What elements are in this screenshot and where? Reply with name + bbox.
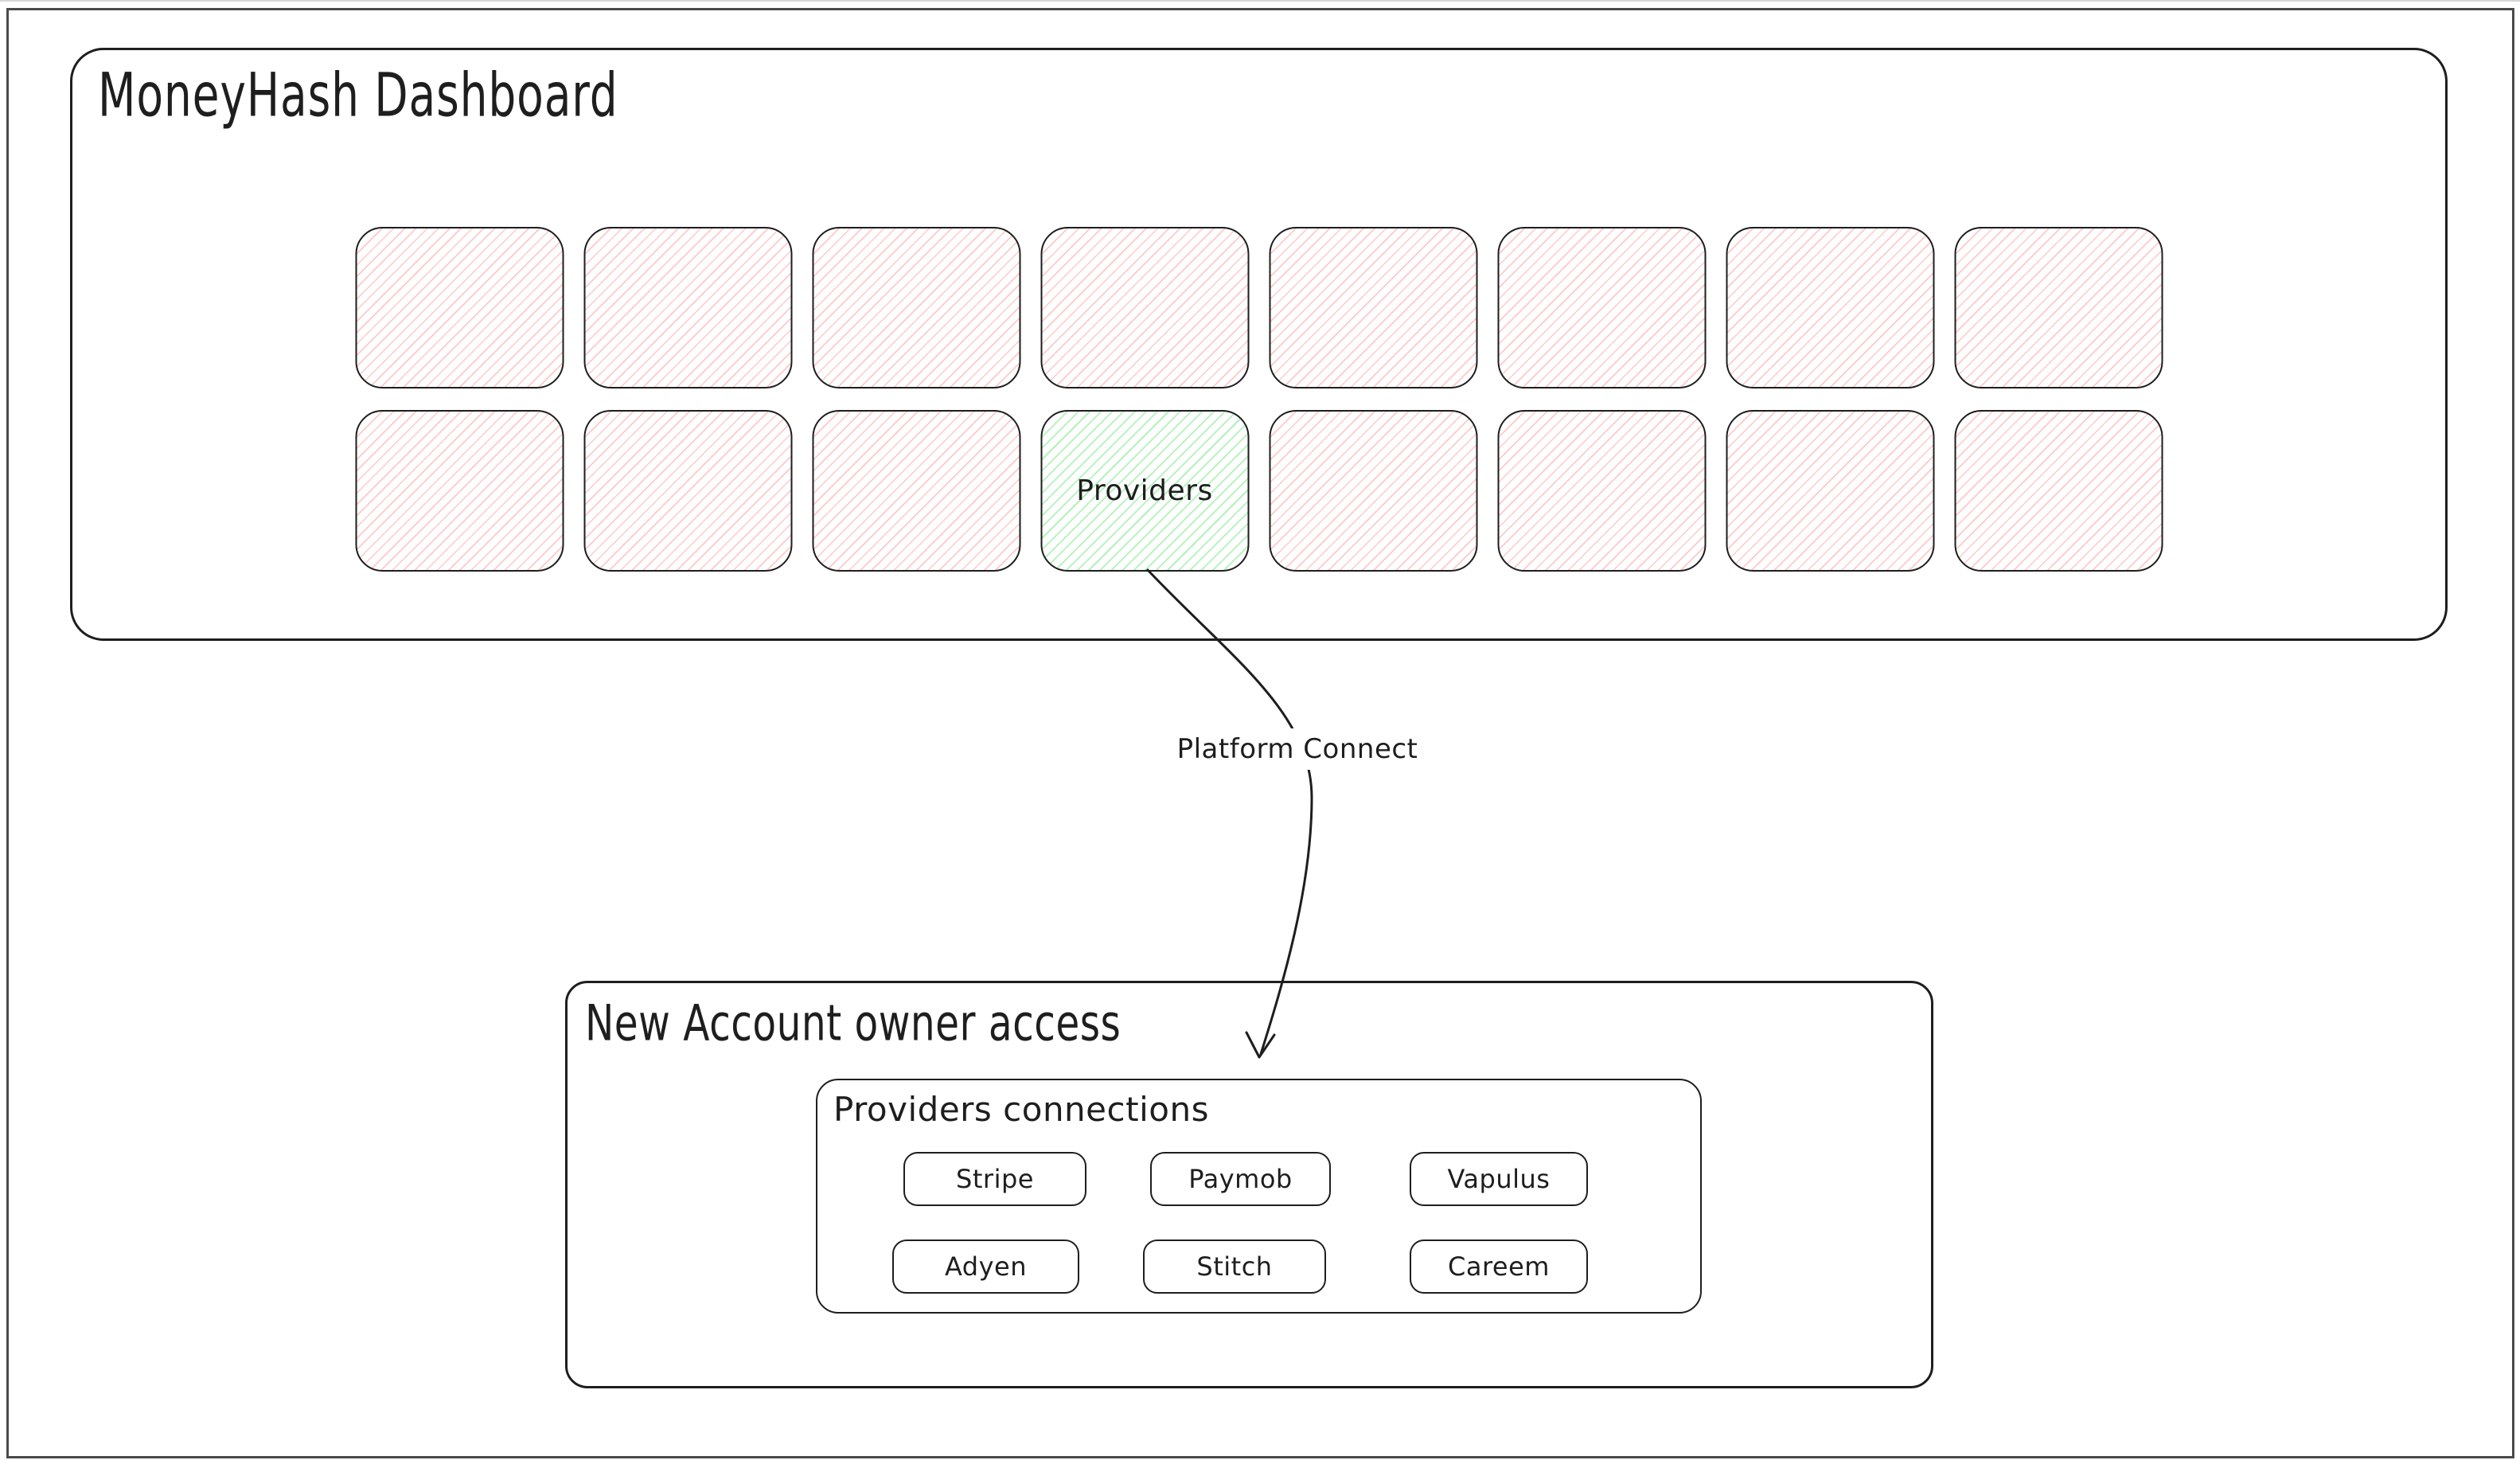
providers-tile-label: Providers — [1076, 474, 1213, 507]
dashboard-title: MoneyHash Dashboard — [98, 61, 618, 131]
dashboard-tile[interactable] — [355, 227, 564, 388]
provider-button-paymob[interactable]: Paymob — [1150, 1152, 1331, 1206]
window-top-edge — [0, 0, 2520, 2]
provider-button-vapulus[interactable]: Vapulus — [1410, 1152, 1588, 1206]
dashboard-tile[interactable] — [1269, 410, 1477, 572]
dashboard-tile-grid: Providers — [355, 227, 2163, 572]
provider-button-adyen[interactable]: Adyen — [892, 1240, 1079, 1294]
dashboard-tile[interactable] — [1954, 410, 2163, 572]
dashboard-tile[interactable] — [1269, 227, 1477, 388]
dashboard-tile-providers[interactable]: Providers — [1040, 410, 1249, 572]
dashboard-tile[interactable] — [1726, 410, 1934, 572]
providers-connections-box: Providers connections Stripe Paymob Vapu… — [816, 1079, 1702, 1314]
account-container: New Account owner access Providers conne… — [565, 981, 1933, 1388]
dashboard-tile[interactable] — [583, 227, 792, 388]
dashboard-tile[interactable] — [1726, 227, 1934, 388]
providers-connections-title: Providers connections — [833, 1090, 1209, 1129]
dashboard-tile[interactable] — [1497, 410, 1706, 572]
provider-button-stripe[interactable]: Stripe — [903, 1152, 1086, 1206]
dashboard-tile[interactable] — [1954, 227, 2163, 388]
dashboard-tile[interactable] — [1497, 227, 1706, 388]
dashboard-tile[interactable] — [1040, 227, 1249, 388]
account-title: New Account owner access — [585, 994, 1122, 1052]
dashboard-tile[interactable] — [812, 410, 1020, 572]
dashboard-tile[interactable] — [583, 410, 792, 572]
provider-button-careem[interactable]: Careem — [1410, 1240, 1588, 1294]
platform-connect-label: Platform Connect — [1165, 728, 1430, 770]
dashboard-tile[interactable] — [812, 227, 1020, 388]
dashboard-tile[interactable] — [355, 410, 564, 572]
provider-button-stitch[interactable]: Stitch — [1143, 1240, 1326, 1294]
dashboard-container: MoneyHash Dashboard Providers — [70, 48, 2448, 641]
